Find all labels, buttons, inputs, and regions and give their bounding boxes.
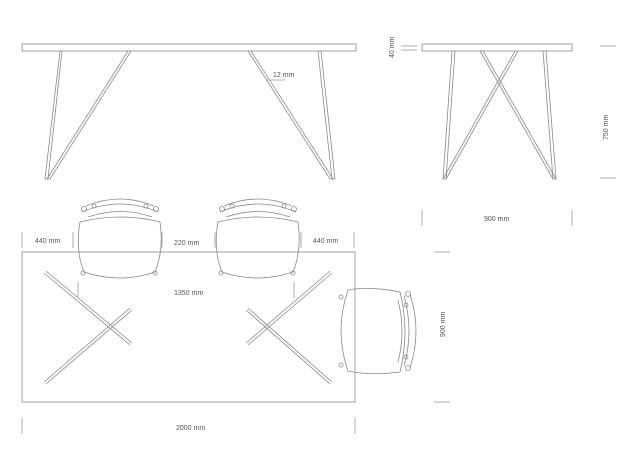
leg-thickness-label: 12 mm (273, 72, 295, 79)
chair-end (338, 288, 417, 375)
leg-span-label: 1350 mm (174, 290, 203, 297)
cross-legs-side (442, 50, 557, 180)
plan-view: 440 mm 220 mm 440 mm 1350 mm 900 mm 2000… (21, 198, 450, 434)
chair-gap-label: 220 mm (174, 240, 199, 247)
tabletop-front (21, 43, 357, 52)
front-view: 12 mm (21, 43, 357, 180)
edge-left-label: 440 mm (35, 238, 60, 245)
left-leg-cross-plan (43, 270, 133, 385)
length-label: 2000 mm (176, 425, 205, 432)
top-thickness-label: 40 mm (389, 36, 396, 58)
chair-top-right (215, 198, 300, 279)
tabletop-side (421, 43, 573, 52)
edge-right-label: 440 mm (313, 238, 338, 245)
right-leg-front (247, 50, 336, 180)
side-view: 40 mm 750 mm 900 mm (389, 36, 616, 226)
right-leg-cross-plan (245, 270, 333, 385)
height-label: 750 mm (603, 115, 610, 140)
side-depth-label: 900 mm (484, 216, 509, 223)
plan-depth-label: 900 mm (440, 312, 447, 337)
left-leg-front (44, 50, 132, 180)
tabletop-plan (21, 251, 356, 403)
chair-top-left (77, 198, 162, 279)
outer-legs-side (442, 50, 557, 180)
